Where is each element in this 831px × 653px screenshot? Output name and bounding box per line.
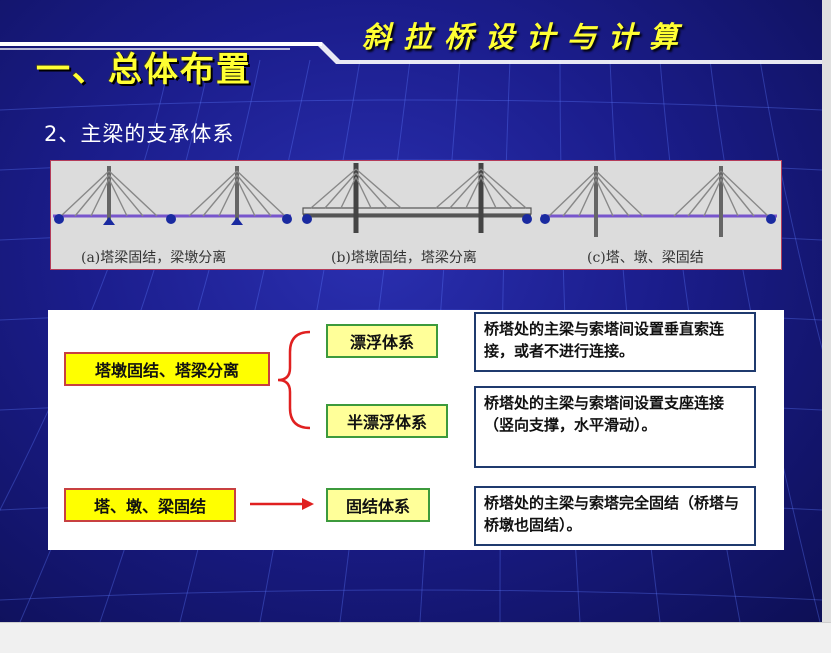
- vertical-scrollbar[interactable]: [822, 0, 831, 622]
- caption-b: (b)塔墩固结，塔梁分离: [331, 250, 477, 266]
- fixed-system-box: 固结体系: [326, 488, 430, 522]
- semi-floating-description: 桥塔处的主梁与索塔间设置支座连接（竖向支撑，水平滑动）。: [474, 386, 756, 468]
- arrow-right-icon: [250, 498, 314, 510]
- brace-icon: [277, 330, 311, 430]
- caption-c: (c)塔、墩、梁固结: [587, 250, 704, 266]
- bridge-drawings: [53, 163, 777, 237]
- caption-a: (a)塔梁固结，梁墩分离: [81, 250, 227, 266]
- bottom-status-bar: [0, 622, 831, 653]
- slide-canvas: 斜拉桥设计与计算 一、总体布置 2、主梁的支承体系: [0, 0, 822, 622]
- course-title: 斜拉桥设计与计算: [362, 20, 691, 54]
- tower-pier-fixed-box: 塔墩固结、塔梁分离: [64, 352, 270, 386]
- floating-description: 桥塔处的主梁与索塔间设置垂直索连接，或者不进行连接。: [474, 312, 756, 372]
- bridge-figure: (a)塔梁固结，梁墩分离 (b)塔墩固结，塔梁分离 (c)塔、墩、梁固结: [50, 160, 782, 270]
- tower-pier-girder-fixed-box: 塔、墩、梁固结: [64, 488, 236, 522]
- floating-system-box: 漂浮体系: [326, 324, 438, 358]
- semi-floating-system-box: 半漂浮体系: [326, 404, 448, 438]
- section-title: 一、总体布置: [36, 50, 252, 90]
- fixed-description: 桥塔处的主梁与索塔完全固结（桥塔与桥墩也固结）。: [474, 486, 756, 546]
- support-system-diagram: 塔墩固结、塔梁分离 塔、墩、梁固结 漂浮体系 半漂浮体系 固结体系 桥塔处的主梁…: [48, 310, 784, 550]
- slide-subtitle: 2、主梁的支承体系: [44, 122, 235, 146]
- header-underline: [0, 42, 822, 64]
